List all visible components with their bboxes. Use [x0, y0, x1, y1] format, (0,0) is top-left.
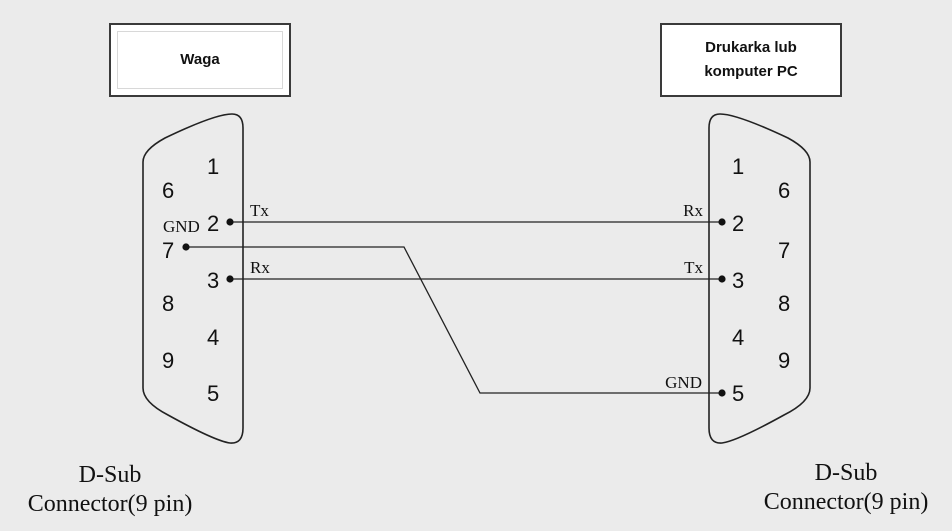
- right-caption-line1: D-Sub: [815, 460, 878, 486]
- right-pin-1: 1: [732, 154, 744, 179]
- left-gnd-label: GND: [163, 217, 200, 236]
- left-device-label: Waga: [180, 51, 220, 68]
- right-device-box: Drukarka lub komputer PC: [660, 23, 842, 97]
- right-pin-5: 5: [732, 381, 744, 406]
- right-connector-shell: [708, 113, 811, 444]
- right-pin-4: 4: [732, 325, 744, 350]
- right-caption-line2: Connector(9 pin): [764, 489, 929, 515]
- left-pin3-dot: [226, 275, 234, 283]
- left-connector-shell: [142, 113, 244, 444]
- left-pin-2: 2: [207, 211, 219, 236]
- right-pin-7: 7: [778, 238, 790, 263]
- left-pin-1: 1: [207, 154, 219, 179]
- right-rx-label: Rx: [683, 201, 703, 220]
- right-pin3-dot: [718, 275, 726, 283]
- left-pin-8: 8: [162, 291, 174, 316]
- left-pin2-dot: [226, 218, 234, 226]
- wire-gnd: [186, 246, 722, 394]
- left-tx-label: Tx: [250, 201, 269, 220]
- right-pin-2: 2: [732, 211, 744, 236]
- right-pin-9: 9: [778, 348, 790, 373]
- left-pin7-dot: [182, 243, 190, 251]
- right-device-label-line1: Drukarka lub: [705, 39, 797, 56]
- left-device-box: Waga: [109, 23, 291, 97]
- left-pin-5: 5: [207, 381, 219, 406]
- right-tx-label: Tx: [684, 258, 703, 277]
- right-pin2-dot: [718, 218, 726, 226]
- right-pin-3: 3: [732, 268, 744, 293]
- right-device-label-line2: komputer PC: [704, 63, 798, 80]
- left-device-box-inner: [117, 31, 283, 89]
- left-rx-label: Rx: [250, 258, 270, 277]
- left-pin-3: 3: [207, 268, 219, 293]
- right-gnd-label: GND: [665, 373, 702, 392]
- left-pin-7: 7: [162, 238, 174, 263]
- right-device-label: Drukarka lub komputer PC: [704, 36, 797, 84]
- left-pin-6: 6: [162, 178, 174, 203]
- left-caption-line2: Connector(9 pin): [28, 491, 193, 517]
- right-pin5-dot: [718, 389, 726, 397]
- left-caption-line1: D-Sub: [79, 462, 142, 488]
- right-pin-8: 8: [778, 291, 790, 316]
- left-pin-4: 4: [207, 325, 219, 350]
- right-pin-6: 6: [778, 178, 790, 203]
- left-pin-9: 9: [162, 348, 174, 373]
